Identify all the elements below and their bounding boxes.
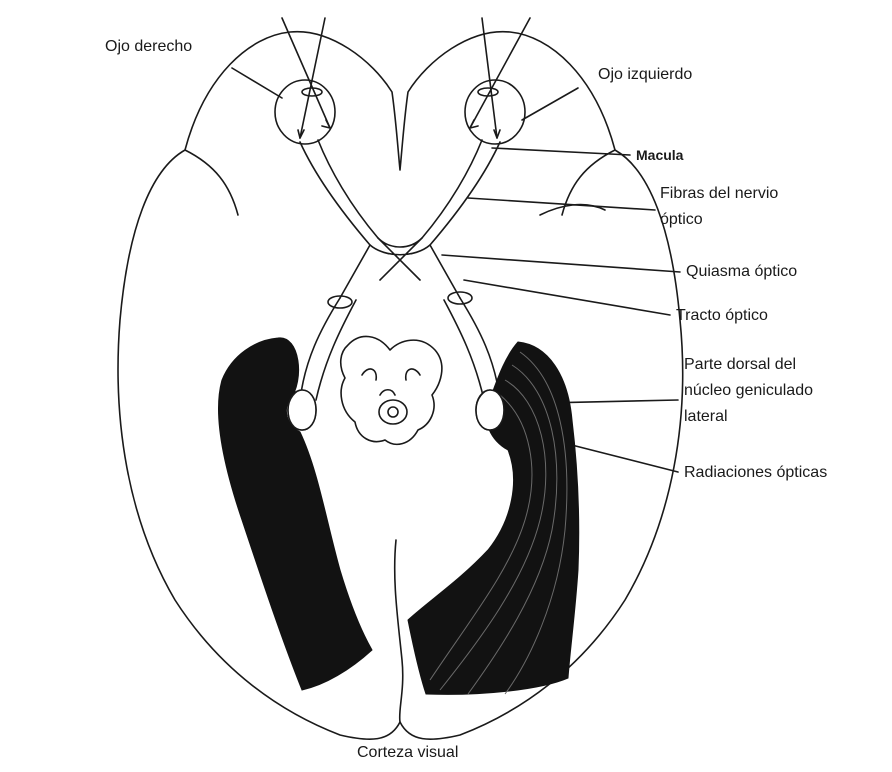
ray-right-2	[300, 18, 325, 138]
label-dorsal-1: Parte dorsal del	[684, 354, 796, 375]
label-ojo-derecho: Ojo derecho	[105, 36, 192, 57]
temporal-contour-left	[185, 150, 238, 215]
right-eye-lens	[302, 88, 322, 96]
optic-nerve-right	[300, 140, 378, 245]
label-macula: Macula	[636, 145, 683, 166]
label-dorsal-2: núcleo geniculado	[684, 380, 813, 401]
label-tracto: Tracto óptico	[676, 305, 768, 326]
aqueduct-ring	[379, 400, 407, 424]
leader-macula	[492, 148, 630, 155]
leader-fibras	[468, 198, 655, 210]
label-fibras-1: Fibras del nervio	[660, 183, 778, 204]
lgn-left-fill	[476, 390, 504, 430]
brain-outline	[118, 32, 683, 740]
label-radiaciones: Radiaciones ópticas	[684, 462, 827, 483]
label-dorsal-3: lateral	[684, 406, 728, 427]
optic-chiasm	[340, 238, 460, 298]
leader-quiasma	[442, 255, 680, 272]
optic-tract-left	[444, 298, 500, 400]
ray-left-2	[470, 18, 530, 128]
label-fibras-2: óptico	[660, 209, 703, 230]
leader-ojo-izquierdo	[522, 88, 578, 120]
lgn-right-fill	[288, 390, 316, 430]
aqueduct	[388, 407, 398, 417]
ray-left-1	[482, 18, 497, 138]
optic-radiation-right	[219, 338, 372, 690]
leader-ojo-derecho	[232, 68, 282, 98]
label-ojo-izquierdo: Ojo izquierdo	[598, 64, 692, 85]
midbrain-detail	[362, 369, 420, 395]
label-corteza: Corteza visual	[357, 742, 458, 763]
label-quiasma: Quiasma óptico	[686, 261, 797, 282]
longitudinal-fissure	[395, 540, 403, 722]
optic-tract-right	[300, 298, 356, 400]
optic-nerve-left	[422, 140, 500, 245]
leader-tracto	[464, 280, 670, 315]
